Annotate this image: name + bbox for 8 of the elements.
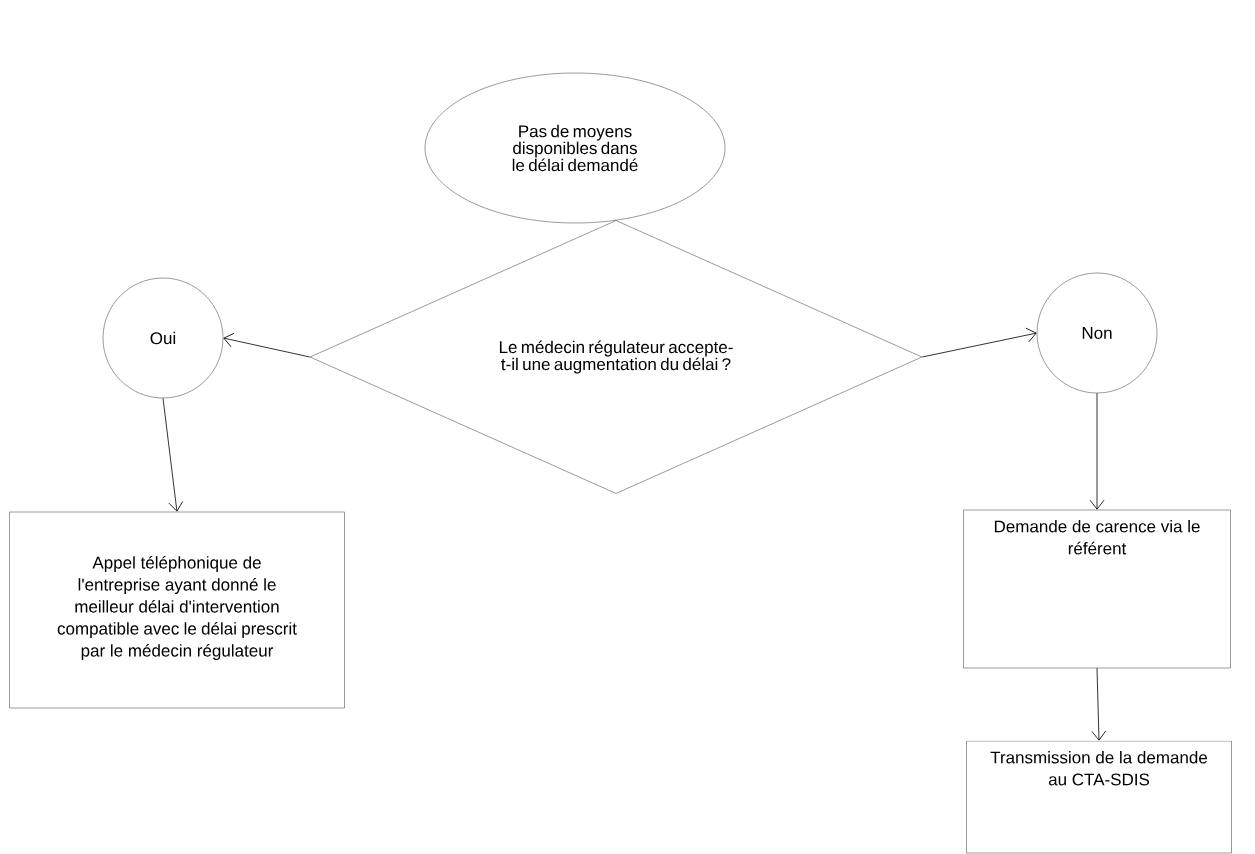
arrow (162, 397, 184, 512)
arrow (921, 327, 1037, 358)
process-box: Appel téléphonique de l'entreprise ayant donné le meilleur délai d'intervention compatible avec le délai prescrit par le médecin régulateur (9, 511, 345, 709)
arrow (1091, 667, 1107, 741)
arrow (223, 332, 311, 358)
process-box: Transmission de la demande au CTA-SDIS (966, 740, 1232, 854)
process-box: Demande de carence via le référent (963, 509, 1231, 669)
arrow (1089, 392, 1105, 510)
